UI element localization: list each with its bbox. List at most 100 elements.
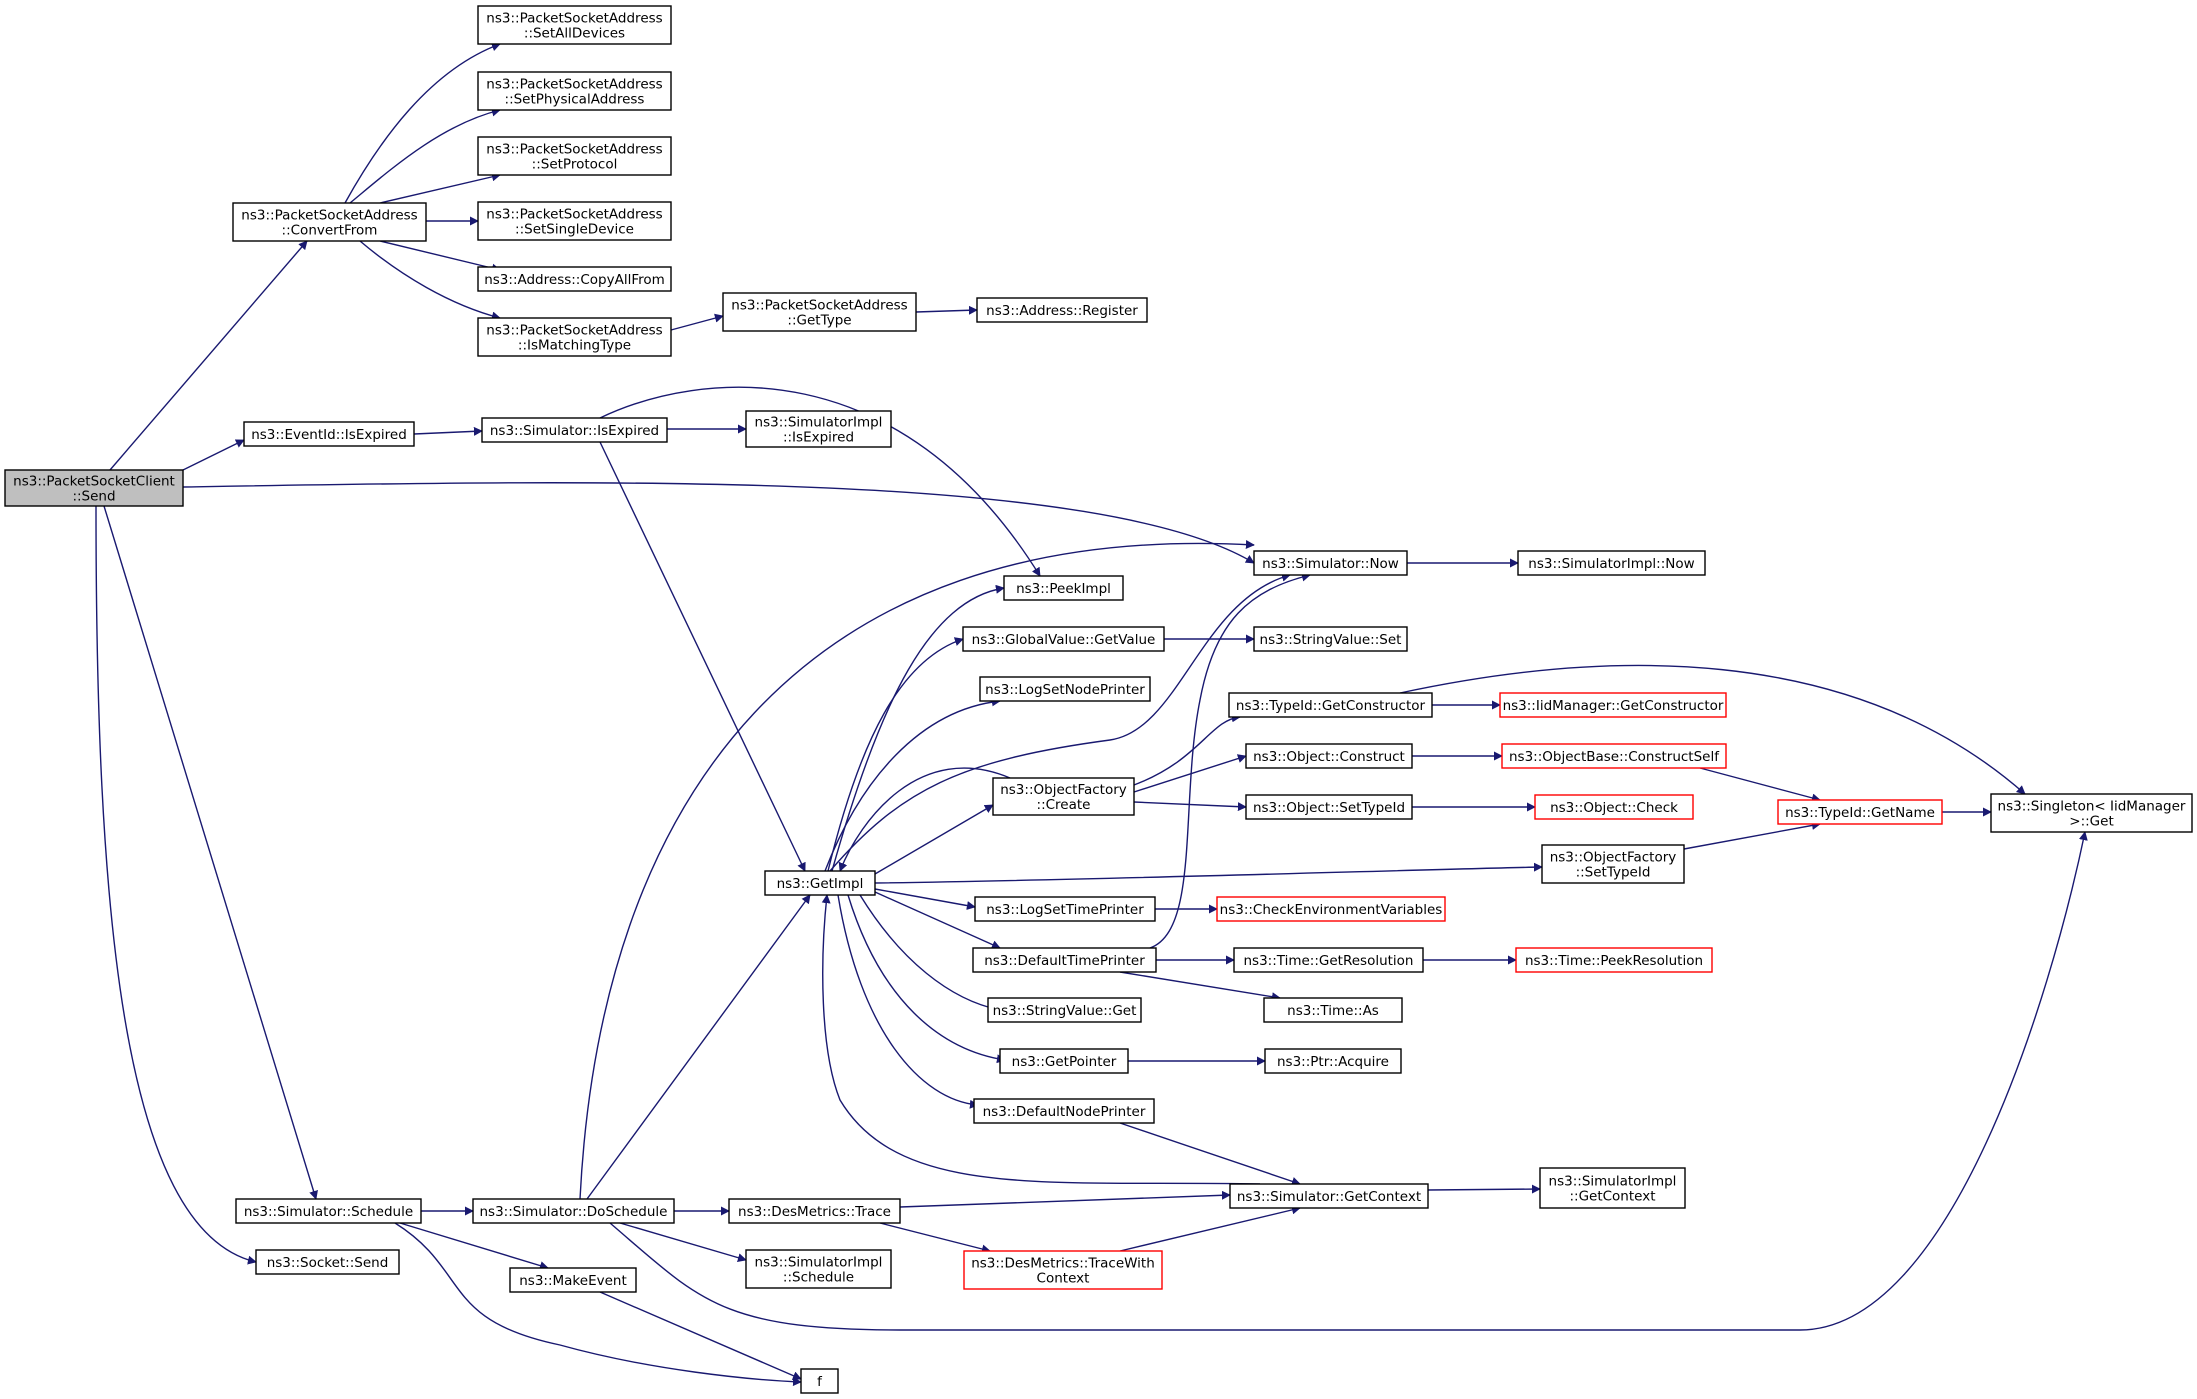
node-svset[interactable]: ns3::StringValue::Set — [1253, 626, 1408, 652]
edge-ctorself-to-getname — [1699, 767, 1821, 803]
node-eventexp[interactable]: ns3::EventId::IsExpired — [243, 421, 415, 447]
node-construct[interactable]: ns3::Object::Construct — [1245, 743, 1413, 769]
node-box — [962, 626, 1165, 652]
edge-getimpl-to-lognode — [824, 697, 1001, 872]
edge-send-to-schedule — [103, 505, 318, 1200]
node-label: ns3::SimulatorImpl — [755, 415, 883, 431]
node-acquire[interactable]: ns3::Ptr::Acquire — [1264, 1048, 1402, 1074]
node-box — [232, 202, 427, 242]
node-box — [800, 1368, 839, 1394]
node-box — [974, 896, 1156, 922]
node-implsched[interactable]: ns3::SimulatorImpl::Schedule — [745, 1249, 892, 1289]
node-lognode[interactable]: ns3::LogSetNodePrinter — [979, 676, 1151, 702]
node-iidctor[interactable]: ns3::IidManager::GetConstructor — [1499, 692, 1727, 718]
node-timeas[interactable]: ns3::Time::As — [1263, 997, 1403, 1023]
node-box — [472, 1198, 675, 1224]
node-ctorself[interactable]: ns3::ObjectBase::ConstructSelf — [1501, 743, 1727, 769]
node-setphys[interactable]: ns3::PacketSocketAddress::SetPhysicalAdd… — [477, 71, 672, 111]
node-trace[interactable]: ns3::DesMetrics::Trace — [728, 1198, 901, 1224]
edge-trace-to-getctx — [899, 1190, 1231, 1208]
edge-gettype-to-register — [915, 305, 978, 315]
node-label: ::Create — [1037, 797, 1091, 813]
node-label: ns3::GlobalValue::GetValue — [972, 632, 1156, 648]
node-label: ns3::GetImpl — [777, 876, 864, 892]
edge-convert-to-copyall — [379, 240, 501, 273]
node-checkenv[interactable]: ns3::CheckEnvironmentVariables — [1216, 896, 1446, 922]
node-box — [235, 1198, 422, 1224]
edge-ofcreate-to-getctor — [1133, 713, 1241, 786]
node-setproto[interactable]: ns3::PacketSocketAddress::SetProtocol — [477, 136, 672, 176]
node-schedule[interactable]: ns3::Simulator::Schedule — [235, 1198, 422, 1224]
node-box — [728, 1198, 901, 1224]
node-label: Context — [1037, 1271, 1090, 1287]
node-dosched[interactable]: ns3::Simulator::DoSchedule — [472, 1198, 675, 1224]
node-getptr[interactable]: ns3::GetPointer — [999, 1048, 1129, 1074]
node-getvalue[interactable]: ns3::GlobalValue::GetValue — [962, 626, 1165, 652]
node-peekres[interactable]: ns3::Time::PeekResolution — [1515, 947, 1713, 973]
edge-dosched-to-now — [579, 540, 1255, 1200]
node-label: ns3::Simulator::Now — [1262, 556, 1399, 572]
node-simexp[interactable]: ns3::Simulator::IsExpired — [481, 417, 668, 443]
node-box — [477, 201, 672, 241]
edge-getimpl-to-ofcreate — [874, 804, 994, 875]
node-setall[interactable]: ns3::PacketSocketAddress::SetAllDevices — [477, 5, 672, 45]
node-implnow[interactable]: ns3::SimulatorImpl::Now — [1517, 550, 1706, 576]
node-setsingle[interactable]: ns3::PacketSocketAddress::SetSingleDevic… — [477, 201, 672, 241]
node-label: ns3::Simulator::DoSchedule — [480, 1204, 668, 1220]
node-f[interactable]: f — [800, 1368, 839, 1394]
node-getimpl[interactable]: ns3::GetImpl — [764, 870, 876, 896]
node-label: ns3::ObjectFactory — [1000, 782, 1127, 798]
node-getctx[interactable]: ns3::Simulator::GetContext — [1229, 1183, 1429, 1209]
node-ofcreate[interactable]: ns3::ObjectFactory::Create — [992, 777, 1135, 816]
node-label: ns3::Time::GetResolution — [1243, 953, 1413, 969]
node-box — [477, 71, 672, 111]
node-ofsettype[interactable]: ns3::ObjectFactory::SetTypeId — [1541, 844, 1685, 884]
node-getres[interactable]: ns3::Time::GetResolution — [1233, 947, 1424, 973]
node-label: ns3::LogSetNodePrinter — [985, 682, 1145, 698]
edge-convert-to-ismatch — [359, 240, 501, 321]
node-send[interactable]: ns3::PacketSocketClient::Send — [4, 469, 184, 507]
node-ismatch[interactable]: ns3::PacketSocketAddress::IsMatchingType — [477, 317, 672, 357]
node-defnode[interactable]: ns3::DefaultNodePrinter — [973, 1098, 1155, 1124]
node-getname[interactable]: ns3::TypeId::GetName — [1777, 799, 1943, 825]
node-label: ns3::Singleton< IidManager — [1998, 799, 2186, 815]
node-check[interactable]: ns3::Object::Check — [1534, 794, 1694, 820]
node-simimplexp[interactable]: ns3::SimulatorImpl::IsExpired — [745, 410, 892, 448]
edge-send-to-convert — [109, 240, 308, 471]
node-box — [987, 997, 1142, 1023]
node-register[interactable]: ns3::Address::Register — [976, 297, 1148, 323]
edge-convert-to-setproto — [379, 172, 501, 204]
node-label: ns3::Time::As — [1287, 1003, 1379, 1019]
node-label: ns3::PacketSocketAddress — [486, 11, 662, 27]
node-box — [243, 421, 415, 447]
node-label: ns3::Simulator::GetContext — [1237, 1189, 1421, 1205]
node-peekimpl[interactable]: ns3::PeekImpl — [1003, 575, 1124, 601]
node-box — [509, 1267, 637, 1293]
node-deftime[interactable]: ns3::DefaultTimePrinter — [972, 947, 1157, 973]
node-label: ::SetAllDevices — [524, 26, 625, 42]
node-label: ns3::SimulatorImpl — [755, 1255, 883, 1271]
edge-getimpl-to-now — [829, 572, 1291, 872]
node-gettype[interactable]: ns3::PacketSocketAddress::GetType — [722, 292, 917, 332]
node-logtime[interactable]: ns3::LogSetTimePrinter — [974, 896, 1156, 922]
node-now[interactable]: ns3::Simulator::Now — [1253, 550, 1408, 576]
node-svget[interactable]: ns3::StringValue::Get — [987, 997, 1142, 1023]
node-label: ns3::Simulator::Schedule — [244, 1204, 413, 1220]
node-singleton[interactable]: ns3::Singleton< IidManager>::Get — [1990, 793, 2193, 833]
node-copyall[interactable]: ns3::Address::CopyAllFrom — [477, 266, 672, 292]
node-label: ns3::LogSetTimePrinter — [986, 902, 1144, 918]
edge-ismatch-to-gettype — [670, 313, 724, 331]
node-getctor[interactable]: ns3::TypeId::GetConstructor — [1228, 692, 1433, 718]
node-settypeid[interactable]: ns3::Object::SetTypeId — [1245, 794, 1413, 820]
node-socksend[interactable]: ns3::Socket::Send — [255, 1249, 400, 1275]
node-box — [1233, 947, 1424, 973]
node-makeevent[interactable]: ns3::MakeEvent — [509, 1267, 637, 1293]
node-label: ns3::Address::CopyAllFrom — [484, 272, 665, 288]
node-label: ns3::PacketSocketAddress — [731, 298, 907, 314]
edge-ofsettype-to-getname — [1683, 821, 1821, 850]
node-label: ns3::Object::Check — [1550, 800, 1678, 816]
node-implctx[interactable]: ns3::SimulatorImpl::GetContext — [1539, 1167, 1686, 1209]
node-convert[interactable]: ns3::PacketSocketAddress::ConvertFrom — [232, 202, 427, 242]
